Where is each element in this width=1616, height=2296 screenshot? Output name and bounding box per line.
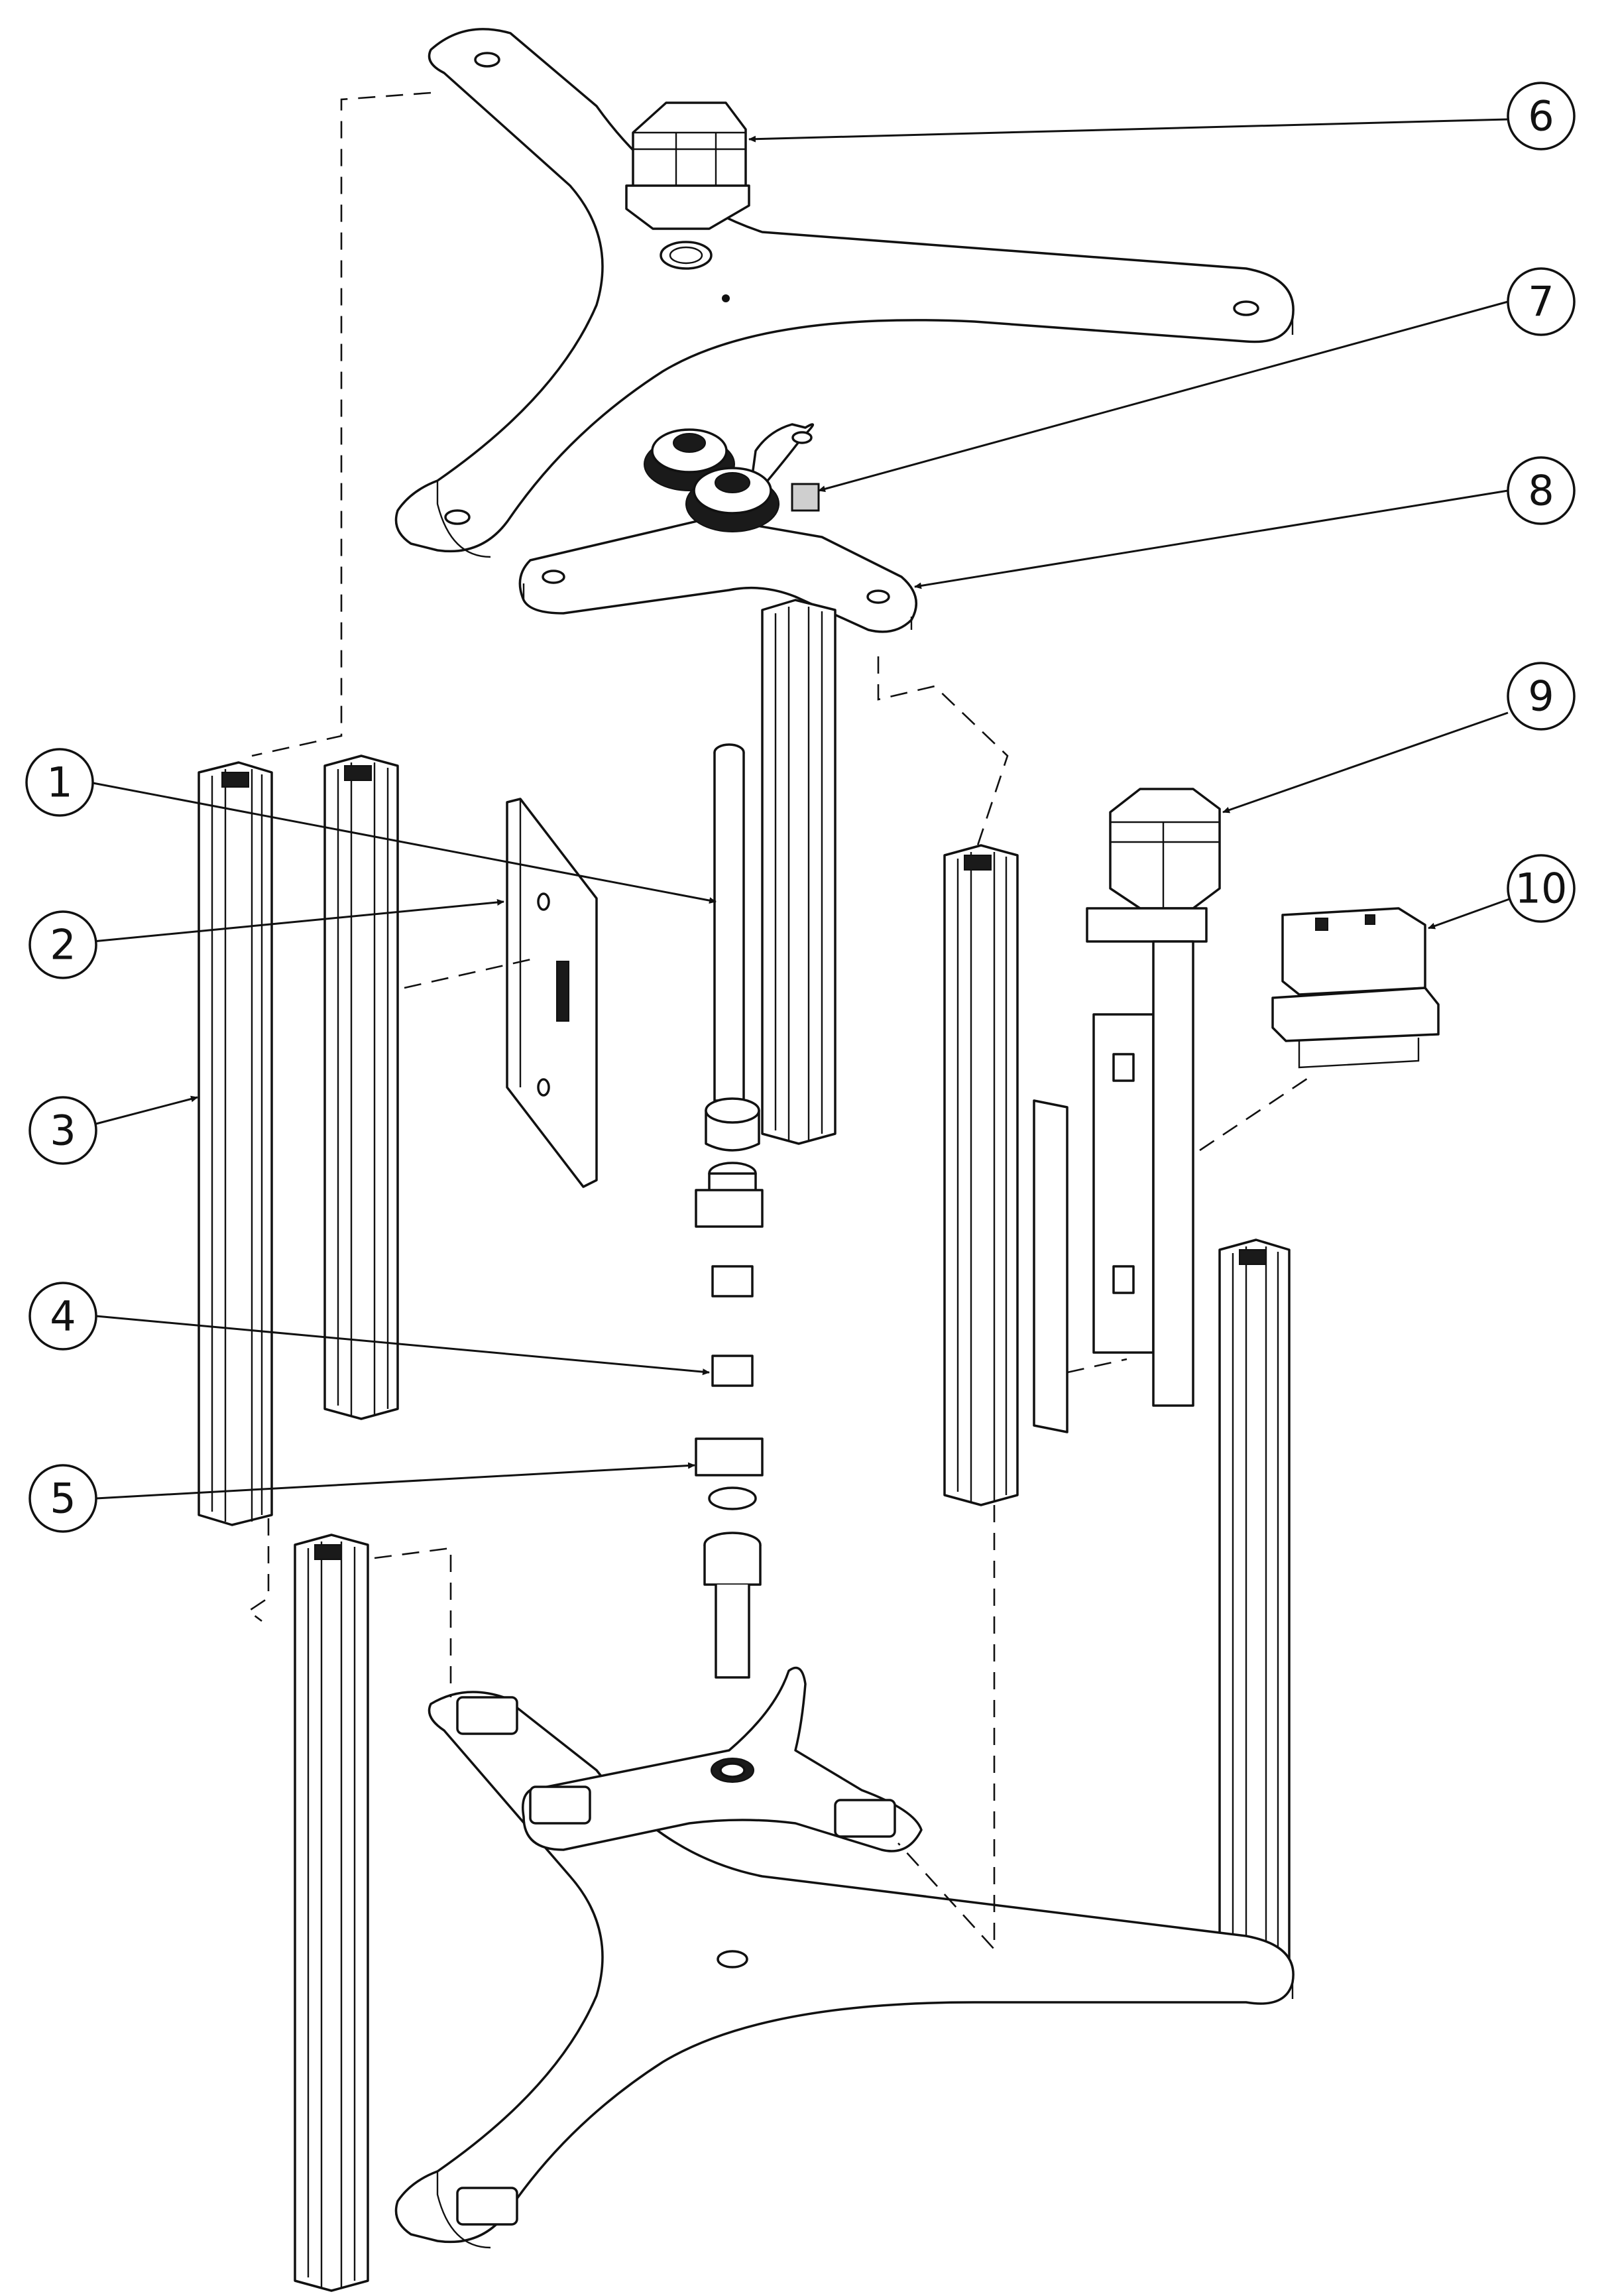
alignment-lines [247,91,1310,1952]
balloon-label-3: 3 [50,1107,76,1155]
balloon-6: 6 [1507,82,1576,151]
middle-plate [518,423,917,633]
sensor-module [1271,907,1440,1069]
balloon-label-6: 6 [1528,92,1554,141]
balloon-4: 4 [29,1282,97,1351]
balloon-5: 5 [29,1464,97,1533]
coupler-stack [695,1162,764,1679]
balloon-label-2: 2 [50,921,76,969]
balloon-label-1: 1 [46,758,72,807]
balloon-3: 3 [29,1096,97,1165]
extrusion-left-front [198,761,273,1526]
balloon-9: 9 [1507,662,1576,731]
balloon-label-9: 9 [1528,672,1554,721]
extrusion-center-front [943,844,1019,1506]
balloon-10: 10 [1507,854,1576,923]
balloon-1: 1 [25,748,94,817]
balloon-label-7: 7 [1528,278,1554,326]
leader-lines [89,118,1512,1500]
stepper-motor-top [625,101,750,230]
extrusion-bottom-left [294,1534,369,2292]
balloon-2: 2 [29,910,97,979]
mounting-plate [506,798,598,1188]
extrusion-right [1218,1239,1291,1994]
lower-spider [522,1666,923,1852]
balloon-label-10: 10 [1515,865,1568,913]
extrusion-left-back [323,755,399,1420]
balloon-8: 8 [1507,456,1576,525]
balloon-label-8: 8 [1528,467,1554,515]
bottom-plate [394,1691,1295,2249]
extrusion-center-back [761,599,837,1145]
carriage-assembly [1033,788,1221,1433]
balloon-7: 7 [1507,267,1576,336]
top-plate [394,28,1295,558]
balloon-label-5: 5 [50,1475,76,1523]
balloon-label-4: 4 [50,1292,76,1341]
vertical-rod [705,743,760,1152]
